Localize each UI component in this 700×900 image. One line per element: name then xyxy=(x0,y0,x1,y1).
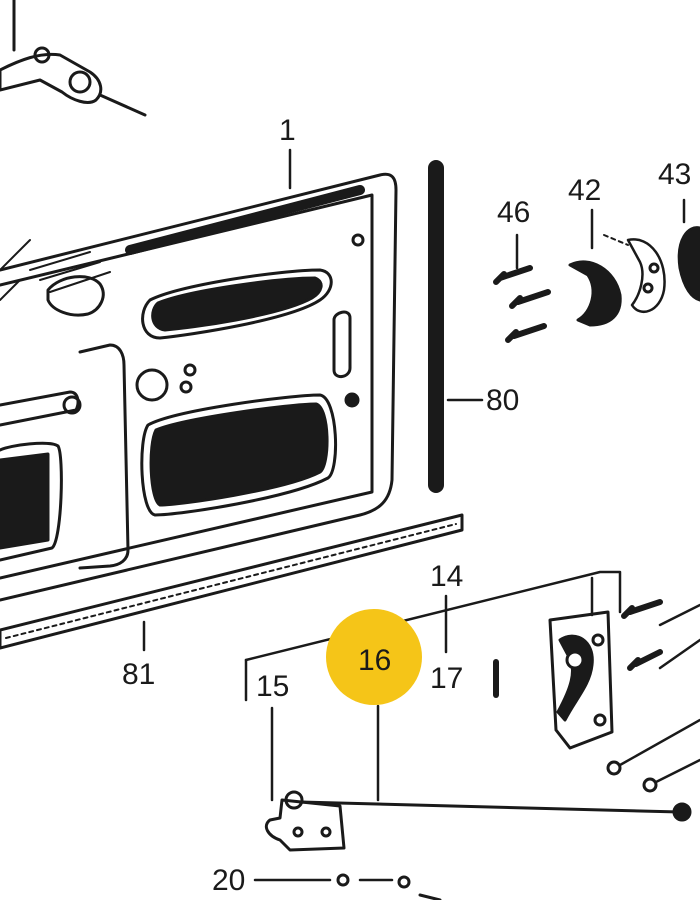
lock-mechanism-part xyxy=(548,610,614,750)
lock-screws-part xyxy=(606,599,700,793)
callout-80: 80 xyxy=(486,384,520,417)
bottom-bracket-part xyxy=(264,790,346,852)
callout-42: 42 xyxy=(568,174,602,207)
door-handle-part xyxy=(0,0,147,117)
callout-15: 15 xyxy=(256,670,290,703)
callout-17: 17 xyxy=(430,662,464,695)
control-rod-part xyxy=(298,800,682,814)
callout-20: 20 xyxy=(212,864,246,897)
screws-part-46 xyxy=(493,233,551,343)
callout-14: 14 xyxy=(430,560,464,593)
door-panel-part xyxy=(0,172,398,602)
sill-strip-part xyxy=(0,513,464,650)
part-43 xyxy=(677,198,700,302)
washer-part-20 xyxy=(336,873,350,887)
leader-line-14 xyxy=(244,570,622,662)
callout-16: 16 xyxy=(358,644,392,677)
callout-46: 46 xyxy=(497,196,531,229)
callout-81: 81 xyxy=(122,658,156,691)
highlight-marker xyxy=(326,609,422,705)
callout-43: 43 xyxy=(658,158,692,191)
callout-1: 1 xyxy=(279,114,296,147)
striker-part-42 xyxy=(568,208,666,327)
